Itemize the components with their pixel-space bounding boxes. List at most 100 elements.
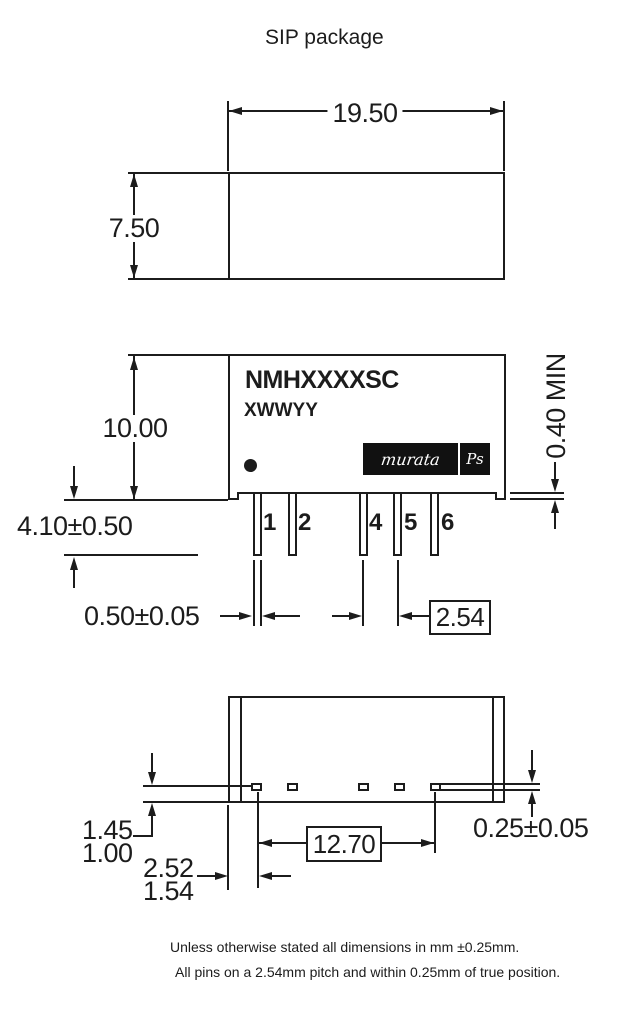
standoff-arrow-shaft-top: [554, 462, 556, 479]
body-width-label: 19.50: [327, 100, 403, 127]
height-extension-line-top: [128, 354, 228, 356]
standoff-reference-line-lower: [510, 498, 564, 500]
pin1-center-extension-vertical: [257, 792, 259, 888]
front-view-bottom-edge: [237, 492, 497, 494]
arrow-left-icon: [229, 107, 242, 115]
width-extension-line-right: [503, 101, 505, 171]
arrow-right-icon: [215, 872, 228, 880]
thickness-arrow-shaft-bottom: [531, 802, 533, 817]
note-pitch: All pins on a 2.54mm pitch and within 0.…: [175, 964, 561, 980]
arrow-right-icon: [349, 612, 362, 620]
arrow-right-icon: [490, 107, 503, 115]
pin-row-extension-line: [143, 785, 252, 787]
seating-plane-line: [64, 499, 228, 501]
pitch-arrow-shaft-left: [332, 615, 350, 617]
murata-logo-script: murata: [379, 449, 442, 469]
edge-arrow-shaft-left: [197, 875, 216, 877]
span-arrow-shaft-right: [382, 842, 434, 844]
pin-tip-reference-line: [64, 554, 198, 556]
edge-to-pin-label-b: 1.54: [143, 876, 194, 906]
murata-logo-ps: Ps: [466, 450, 484, 468]
body-edge-extension-vertical: [227, 805, 229, 890]
arrow-up-icon: [148, 803, 156, 816]
pin-width-label: 0.50±0.05: [84, 601, 200, 631]
pin-2: [288, 494, 297, 556]
arrow-right-icon: [239, 612, 252, 620]
arrow-up-icon: [130, 357, 138, 370]
pin-1-label: 1: [263, 509, 277, 536]
pin-5-cross-section: [394, 783, 405, 791]
pin-length-arrow-shaft-top: [73, 466, 75, 486]
arrow-up-icon: [70, 557, 78, 570]
arrow-down-icon: [551, 479, 559, 492]
pin-length-label: 4.10±0.50: [17, 511, 133, 541]
arrow-up-icon: [528, 791, 536, 804]
pin-pitch-label: 2.54: [429, 600, 491, 635]
pitch-arrow-shaft-right: [411, 615, 429, 617]
edge-arrow-shaft-right: [271, 875, 291, 877]
pin-row-offset-label-b: 1.00: [82, 838, 133, 868]
standoff-tab-right: [495, 492, 506, 500]
thickness-arrow-shaft-top: [531, 750, 533, 771]
arrow-left-icon: [399, 612, 412, 620]
arrow-down-icon: [130, 486, 138, 499]
date-code-text: XWWYY: [244, 400, 318, 421]
pin1-width-extension-right: [260, 560, 262, 626]
edge-to-pin-label-a: 2.52: [143, 853, 194, 883]
row-offset-arrow-shaft-top: [151, 753, 153, 773]
arrow-up-icon: [551, 500, 559, 513]
part-number-text: NMHXXXXSC: [245, 366, 399, 394]
pin-6-label: 6: [441, 509, 455, 536]
bottom-view-wall-line-right: [492, 698, 494, 801]
arrow-left-icon: [259, 872, 272, 880]
bottom-view-wall-line-left: [240, 698, 242, 801]
pin6-center-extension-vertical: [434, 792, 436, 853]
pin-1-cross-section: [251, 783, 262, 791]
pin-5: [393, 494, 402, 556]
arrow-left-icon: [262, 612, 275, 620]
pin-width-arrow-shaft-right: [274, 615, 300, 617]
body-height-label: 10.00: [97, 415, 173, 442]
arrow-down-icon: [130, 265, 138, 278]
pin-5-label: 5: [404, 509, 418, 536]
arrow-right-icon: [421, 839, 434, 847]
arrow-down-icon: [528, 770, 536, 783]
pin-1: [253, 494, 262, 556]
pin-thickness-line-upper: [440, 783, 540, 785]
pin-thickness-line-lower: [440, 789, 540, 791]
pin4-center-extension: [362, 560, 364, 626]
pin5-center-extension: [397, 560, 399, 626]
pin-6: [430, 494, 439, 556]
standoff-tab-left: [228, 492, 239, 500]
pin-4: [359, 494, 368, 556]
arrow-down-icon: [148, 772, 156, 785]
pin-length-arrow-shaft-bottom: [73, 568, 75, 588]
pin-thickness-label: 0.25±0.05: [473, 813, 589, 843]
standoff-reference-line-upper: [510, 492, 564, 494]
top-view-extension-line-lower: [128, 278, 228, 280]
arrow-up-icon: [130, 174, 138, 187]
row-offset-arrow-shaft-bottom: [151, 814, 153, 836]
pin1-width-extension-left: [253, 560, 255, 626]
width-extension-line-left: [227, 101, 229, 171]
standoff-arrow-shaft-bottom: [554, 511, 556, 529]
row-offset-leader-line: [133, 835, 153, 837]
pin-6-cross-section: [430, 783, 441, 791]
body-depth-label: 7.50: [103, 215, 165, 242]
pin-row-offset-label-a: 1.45: [82, 815, 133, 845]
logo-divider: [458, 443, 460, 475]
body-edge-extension-line: [143, 801, 228, 803]
pin-2-cross-section: [287, 783, 298, 791]
span-arrow-shaft-left: [259, 842, 306, 844]
top-view-extension-line-upper: [128, 172, 228, 174]
arrow-down-icon: [70, 486, 78, 499]
standoff-min-label: 0.40 MIN: [541, 353, 571, 459]
note-dimensions: Unless otherwise stated all dimensions i…: [170, 939, 520, 955]
page-title: SIP package: [265, 26, 384, 49]
murata-logo: murata Ps: [363, 443, 490, 475]
pin-width-arrow-shaft-left: [220, 615, 240, 617]
top-view-body-outline: [228, 172, 505, 280]
pin-4-label: 4: [369, 509, 383, 536]
pin1-indicator-dot: [244, 459, 257, 472]
